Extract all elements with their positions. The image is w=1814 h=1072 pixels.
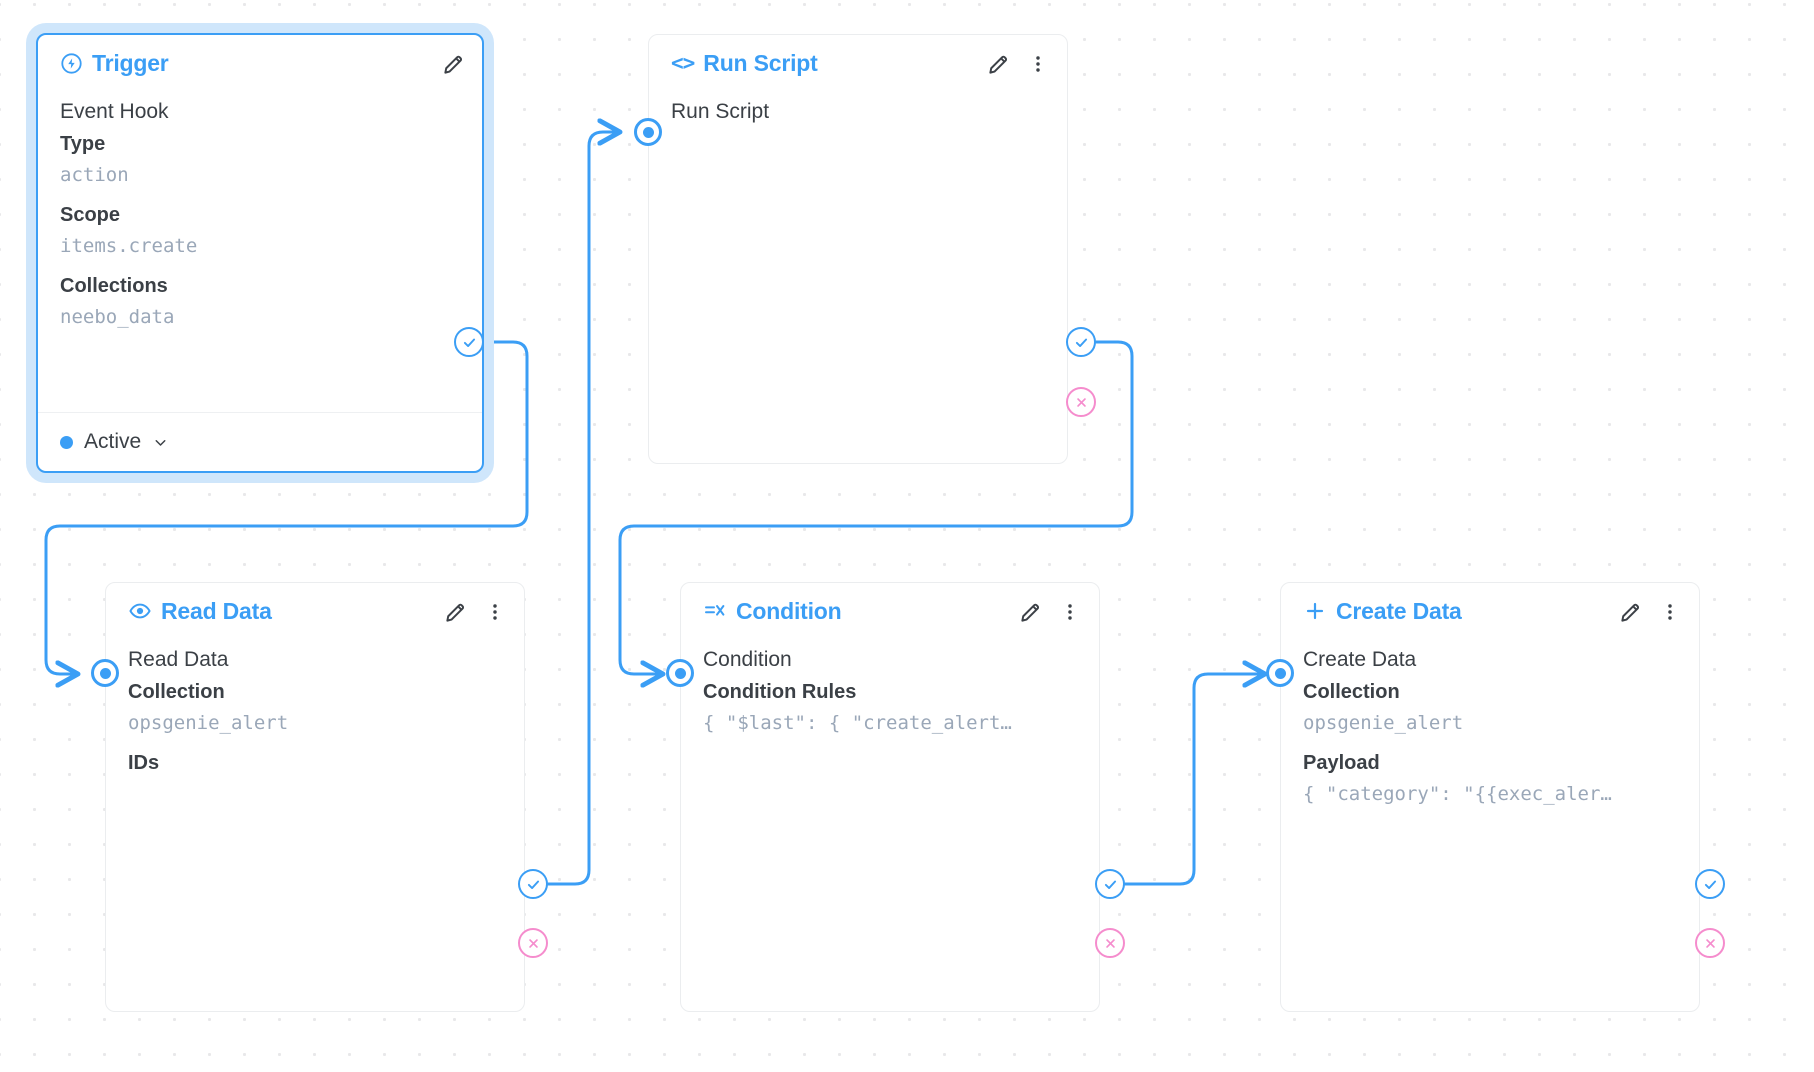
field-value: { "$last": { "create_alert…: [703, 712, 1012, 734]
node-header-actions: [440, 597, 510, 627]
node-title-text: Condition: [736, 597, 842, 624]
node-title-row: <> Run Script: [671, 50, 818, 77]
node-header: <> Run Script: [649, 35, 1067, 91]
node-row-title: Condition: [703, 648, 792, 671]
more-options-icon[interactable]: [1023, 49, 1053, 79]
edit-icon[interactable]: [440, 597, 470, 627]
node-header: Condition: [681, 583, 1099, 639]
node-title-text: Trigger: [92, 49, 169, 76]
reject-port-create-data[interactable]: [1695, 928, 1725, 958]
edit-icon[interactable]: [983, 49, 1013, 79]
node-header-actions: [438, 49, 468, 79]
chevron-down-icon: [152, 434, 169, 451]
resolve-port-run-script[interactable]: [1066, 327, 1096, 357]
node-field: Collection opsgenie_alert: [1303, 677, 1677, 738]
field-label: IDs: [128, 752, 160, 774]
node-field: Condition Rules { "$last": { "create_ale…: [703, 677, 1077, 738]
input-port-create-data[interactable]: [1266, 659, 1294, 687]
node-field: Payload { "category": "{{exec_aler…: [1303, 748, 1677, 809]
node-footer: Active: [38, 412, 482, 471]
node-title-row: Read Data: [128, 598, 272, 625]
field-label: Collection: [128, 681, 225, 703]
filter-condition-icon: [703, 599, 727, 623]
field-label: Condition Rules: [703, 681, 857, 703]
node-trigger[interactable]: Trigger Event Hook Type action Scope: [36, 33, 484, 473]
field-value: { "category": "{{exec_aler…: [1303, 783, 1612, 805]
input-port-run-script[interactable]: [634, 118, 662, 146]
field-label: Scope: [60, 204, 121, 226]
node-run-script[interactable]: <> Run Script: [648, 34, 1068, 464]
resolve-port-create-data[interactable]: [1695, 869, 1725, 899]
field-value: action: [60, 164, 129, 186]
node-condition[interactable]: Condition Conditio: [680, 582, 1100, 1012]
node-field: Type action: [60, 129, 460, 190]
status-dropdown[interactable]: Active: [60, 430, 169, 454]
node-body: Event Hook Type action Scope items.creat…: [38, 91, 482, 332]
node-body: Condition Condition Rules { "$last": { "…: [681, 639, 1099, 738]
node-title-row: Create Data: [1303, 598, 1462, 625]
field-label: Collections: [60, 275, 168, 297]
reject-port-read-data[interactable]: [518, 928, 548, 958]
spacer: [1303, 738, 1677, 748]
node-row-title: Run Script: [671, 100, 770, 123]
node-header-actions: [983, 49, 1053, 79]
node-header: Create Data: [1281, 583, 1699, 639]
reject-port-condition[interactable]: [1095, 928, 1125, 958]
node-header-actions: [1015, 597, 1085, 627]
plus-icon: [1303, 599, 1327, 623]
node-body: Read Data Collection opsgenie_alert IDs: [106, 639, 524, 779]
node-title-text: Run Script: [703, 49, 818, 76]
node-title-row: Condition: [703, 598, 842, 625]
node-create-data[interactable]: Create Data Create: [1280, 582, 1700, 1012]
node-row-title: Create Data: [1303, 648, 1417, 671]
more-options-icon[interactable]: [1055, 597, 1085, 627]
node-body: Create Data Collection opsgenie_alert Pa…: [1281, 639, 1699, 809]
edge-read-data-to-run-script: [546, 132, 620, 886]
spacer: [60, 261, 460, 271]
field-label: Payload: [1303, 752, 1380, 774]
node-field: Collection opsgenie_alert: [128, 677, 502, 738]
node-row-title: Event Hook: [60, 100, 169, 123]
node-header-actions: [1615, 597, 1685, 627]
node-read-data[interactable]: Read Data Read Dat: [105, 582, 525, 1012]
eye-icon: [128, 599, 152, 623]
reject-port-run-script[interactable]: [1066, 387, 1096, 417]
bolt-circle-icon: [60, 52, 83, 75]
spacer: [60, 190, 460, 200]
resolve-port-trigger[interactable]: [454, 327, 484, 357]
node-title-row: Trigger: [60, 50, 169, 77]
node-field: Collections neebo_data: [60, 271, 460, 332]
code-brackets-icon: <>: [671, 51, 695, 75]
field-value: neebo_data: [60, 306, 175, 328]
node-header: Read Data: [106, 583, 524, 639]
edit-icon[interactable]: [1615, 597, 1645, 627]
status-dot-icon: [60, 435, 73, 449]
node-row-title: Read Data: [128, 648, 229, 671]
field-value: opsgenie_alert: [1303, 712, 1464, 734]
field-label: Type: [60, 133, 106, 155]
node-title-text: Read Data: [161, 597, 272, 624]
edge-condition-to-create-data: [1123, 674, 1265, 886]
field-label: Collection: [1303, 681, 1400, 703]
edit-icon[interactable]: [1015, 597, 1045, 627]
resolve-port-read-data[interactable]: [518, 869, 548, 899]
status-label: Active: [84, 430, 142, 453]
resolve-port-condition[interactable]: [1095, 869, 1125, 899]
field-value: opsgenie_alert: [128, 712, 289, 734]
node-body: Run Script: [649, 91, 1067, 129]
node-header: Trigger: [38, 35, 482, 91]
spacer: [128, 738, 502, 748]
node-title-text: Create Data: [1336, 597, 1462, 624]
input-port-condition[interactable]: [666, 659, 694, 687]
field-value: items.create: [60, 235, 198, 257]
node-field: IDs: [128, 748, 502, 779]
edit-icon[interactable]: [438, 49, 468, 79]
node-field: Scope items.create: [60, 200, 460, 261]
more-options-icon[interactable]: [480, 597, 510, 627]
input-port-read-data[interactable]: [91, 659, 119, 687]
more-options-icon[interactable]: [1655, 597, 1685, 627]
